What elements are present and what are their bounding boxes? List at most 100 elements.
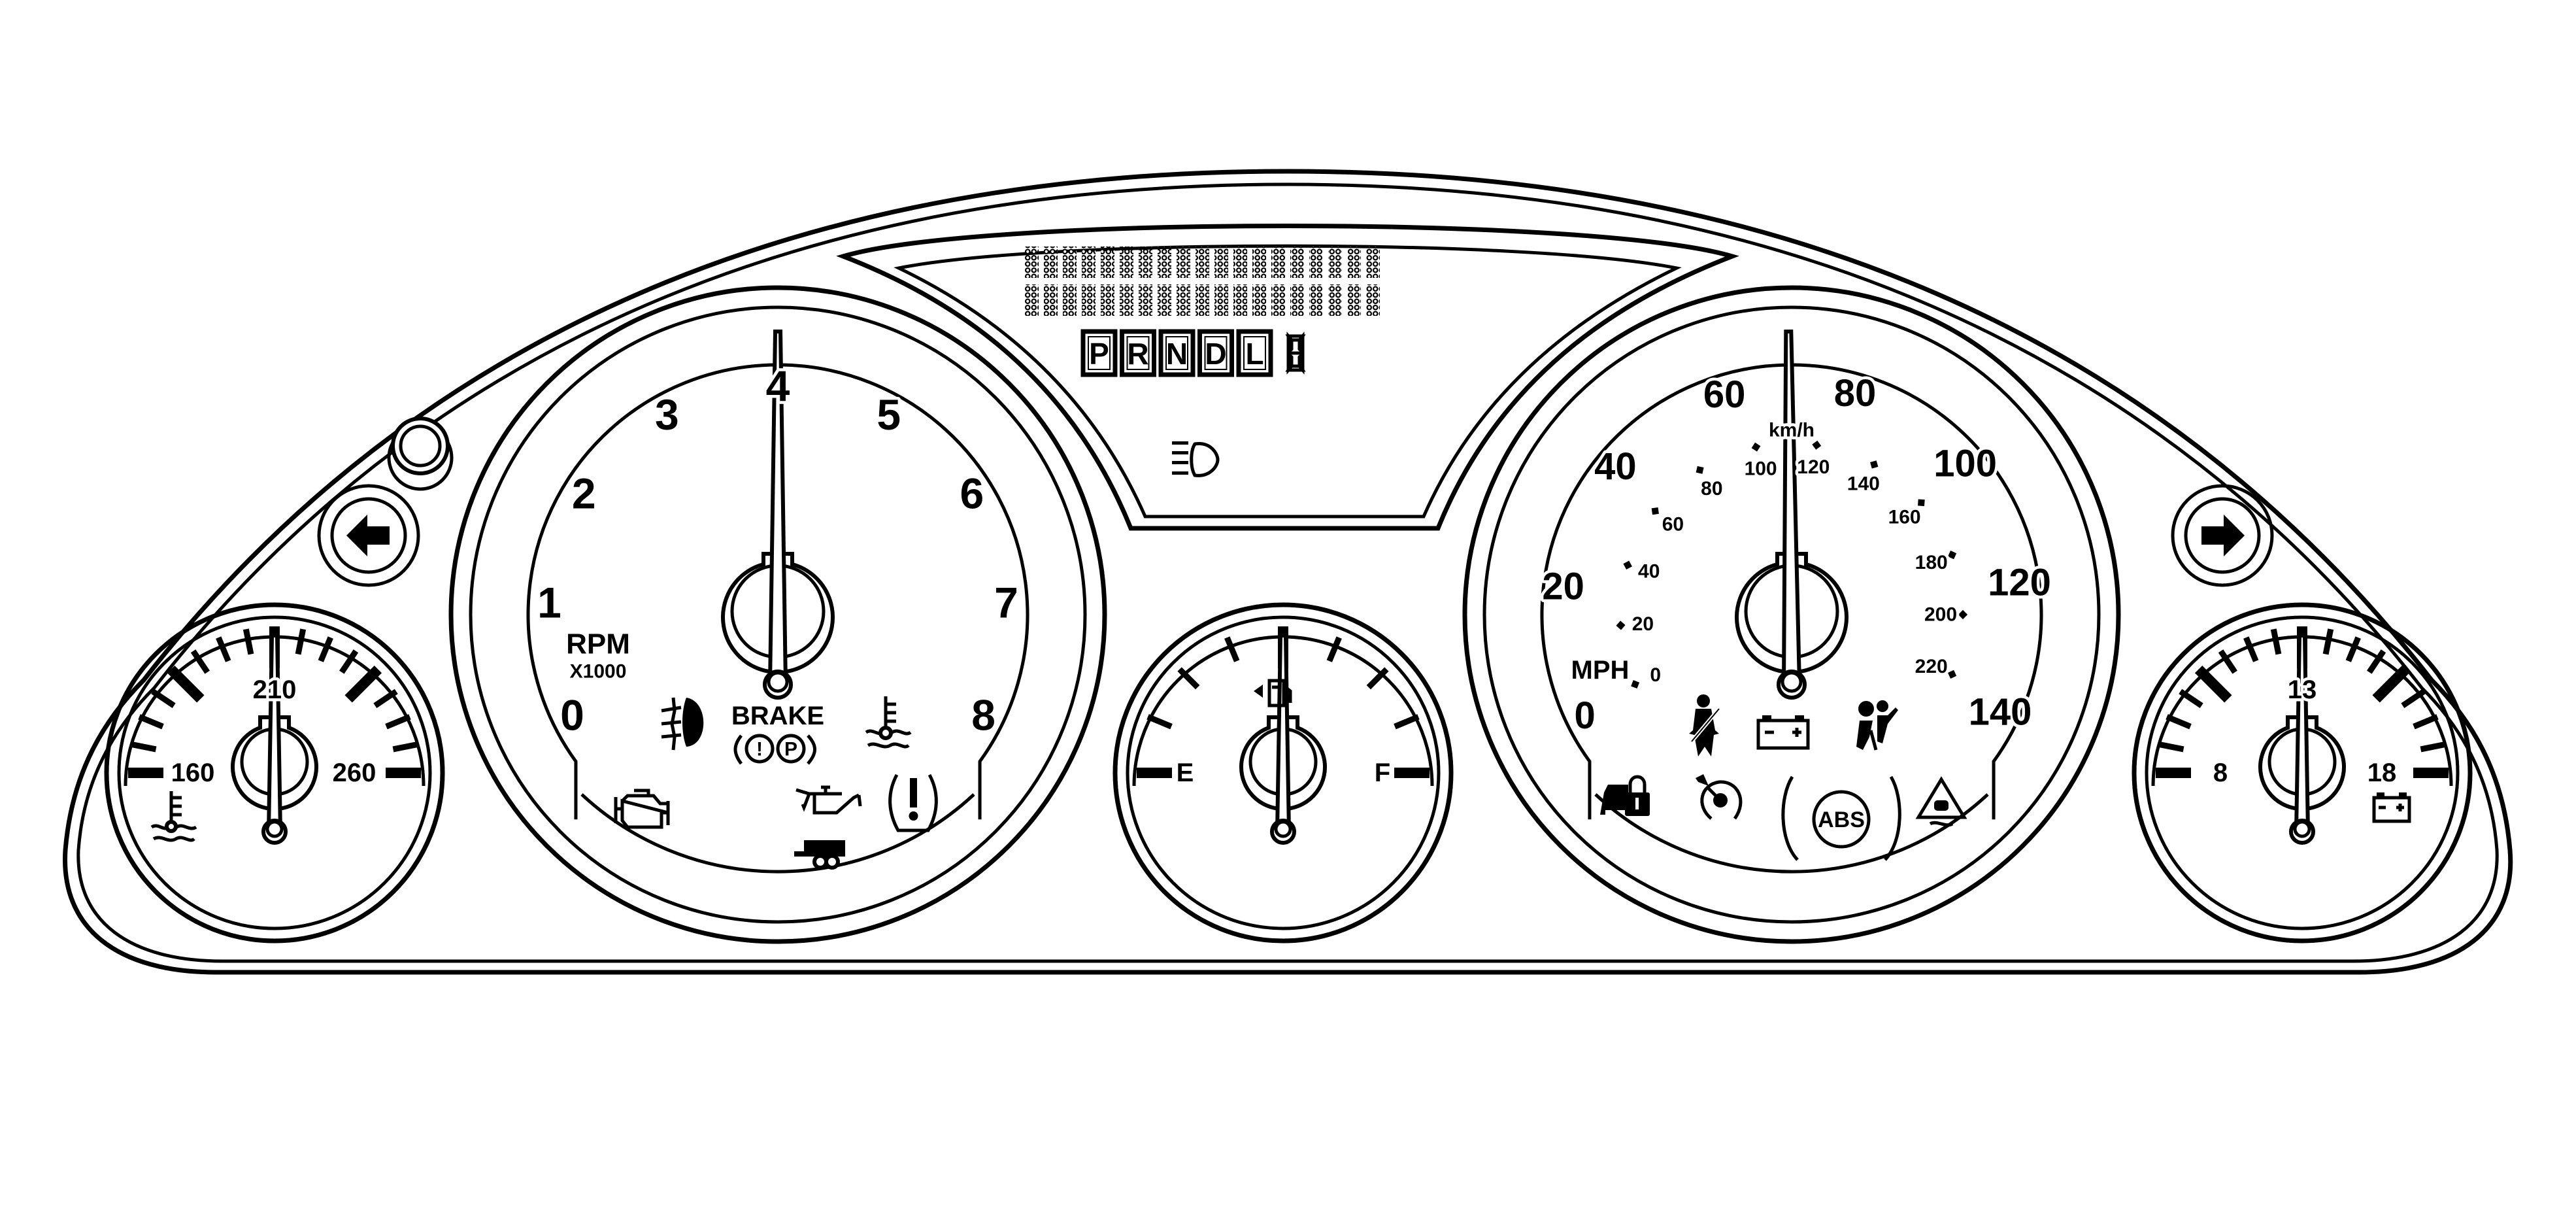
major-tick [2372, 665, 2410, 703]
airbag-icon [1856, 700, 1898, 751]
minor-tick [385, 714, 411, 730]
gear-label: D [1205, 337, 1226, 371]
rpm-tick-label: 2 [572, 469, 596, 518]
mph-unit-label: MPH [1571, 656, 1630, 685]
kmh-tick-label: 40 [1638, 561, 1660, 583]
minor-tick [373, 688, 398, 708]
minor-tick [190, 649, 210, 674]
dot-matrix-character [1196, 246, 1209, 278]
dot-matrix-character [1177, 246, 1190, 278]
fog-lamp-icon [661, 697, 704, 751]
gauge-bezel-inner [1482, 305, 2101, 924]
gauge-tick-label: E [1177, 758, 1194, 787]
minor-tick [2401, 688, 2426, 708]
major-tick [2194, 665, 2232, 703]
gauge-tick-label: 210 [253, 675, 297, 704]
cluster-housing-inner [76, 182, 2499, 963]
minor-tick [318, 636, 333, 662]
kmh-tick-mark [1623, 560, 1632, 570]
kmh-tick-label: 180 [1915, 552, 1948, 573]
kmh-tick-mark [1651, 507, 1659, 515]
kmh-tick-label: 0 [1650, 664, 1661, 686]
major-tick [344, 665, 382, 703]
kmh-unit-label: km/h [1769, 420, 1815, 441]
kmh-tick-mark [1870, 460, 1879, 469]
parking-brake-symbol: P [784, 739, 797, 760]
gear-box-inner [1165, 336, 1188, 370]
gear-box-inner [1204, 336, 1228, 370]
dot-matrix-character [1082, 284, 1096, 316]
seatbelt-icon [1689, 694, 1721, 756]
minor-tick [2218, 649, 2237, 674]
dot-matrix-character [1063, 246, 1077, 278]
minor-tick [2413, 714, 2439, 730]
gauge-bezel-inner [2145, 615, 2460, 930]
kmh-tick-label: 60 [1662, 514, 1684, 536]
cluster-housing [63, 169, 2513, 975]
kmh-tick-label: 80 [1701, 478, 1722, 500]
minor-tick [2179, 688, 2203, 708]
dot-matrix-character [1044, 246, 1058, 278]
kmh-tick-label: 100 [1745, 458, 1777, 479]
dot-matrix-character [1025, 284, 1039, 316]
center-display-window [894, 244, 1682, 518]
dot-matrix-character [1290, 284, 1304, 316]
rpm-tick-label: 3 [655, 390, 679, 439]
gauge-bezel-outer [1462, 285, 2121, 944]
gauge-bezel-inner [469, 305, 1087, 924]
brake-warning-icon: BRAKE ! P [731, 702, 824, 765]
needle-pivot-cap [2293, 820, 2311, 838]
dial-lower-arc [1594, 793, 1989, 874]
kmh-tick-mark [1631, 680, 1640, 689]
kmh-tick-mark [1917, 499, 1925, 507]
dot-matrix-character [1328, 246, 1342, 278]
brake-fluid-symbol: ! [756, 739, 763, 760]
minor-tick [1224, 636, 1240, 662]
kmh-tick-label: 140 [1847, 473, 1880, 495]
rpm-tick-label: 1 [537, 579, 561, 627]
minor-tick [2322, 628, 2334, 655]
needle [2294, 634, 2311, 834]
kmh-tick-mark [1947, 551, 1957, 560]
center-display-bezel [836, 224, 1739, 531]
dot-matrix-character [1025, 246, 1039, 278]
kmh-tick-mark [1812, 440, 1822, 450]
minor-tick [339, 649, 359, 674]
kmh-tick-mark [1751, 442, 1761, 452]
minor-tick [2420, 741, 2447, 753]
dot-matrix-character [1347, 284, 1361, 316]
kmh-tick-mark [1947, 670, 1957, 679]
gear-label: L [1245, 337, 1263, 371]
dot-matrix-character [1233, 246, 1247, 278]
needle-pivot-cap [1781, 671, 1803, 693]
trip-reset-knob[interactable] [387, 416, 454, 491]
dot-matrix-character [1328, 284, 1342, 316]
trailer-icon [794, 840, 845, 870]
dot-matrix-character [1252, 284, 1266, 316]
needle-pivot-cap [1274, 820, 1292, 838]
gauge-tick-label: F [1375, 758, 1390, 787]
gear-box-inner [1126, 336, 1150, 370]
needle-pivot-cap [265, 820, 284, 838]
rpm-tick-label: 0 [560, 690, 584, 739]
abs-icon: ABS [1781, 775, 1901, 861]
rpm-tick-label: 7 [994, 579, 1018, 627]
minor-tick [295, 628, 307, 655]
kmh-tick-mark [1616, 620, 1626, 630]
headlamp-icon [1172, 441, 1220, 477]
dot-matrix-character [1196, 284, 1209, 316]
coolant-temperature-icon [150, 791, 197, 842]
gear-label: P [1089, 337, 1109, 371]
rpm-tick-label: 6 [960, 469, 984, 518]
minor-tick [2345, 636, 2361, 662]
minor-tick [1394, 714, 1420, 730]
brake-label: BRAKE [731, 702, 824, 730]
minor-tick [130, 741, 157, 753]
dot-matrix-character [1120, 284, 1133, 316]
rpm-tick-label: 5 [877, 390, 901, 439]
gauge-bezel-outer [448, 285, 1107, 944]
mph-tick-label: 140 [1969, 690, 2032, 733]
kmh-tick-label: 20 [1632, 613, 1654, 635]
